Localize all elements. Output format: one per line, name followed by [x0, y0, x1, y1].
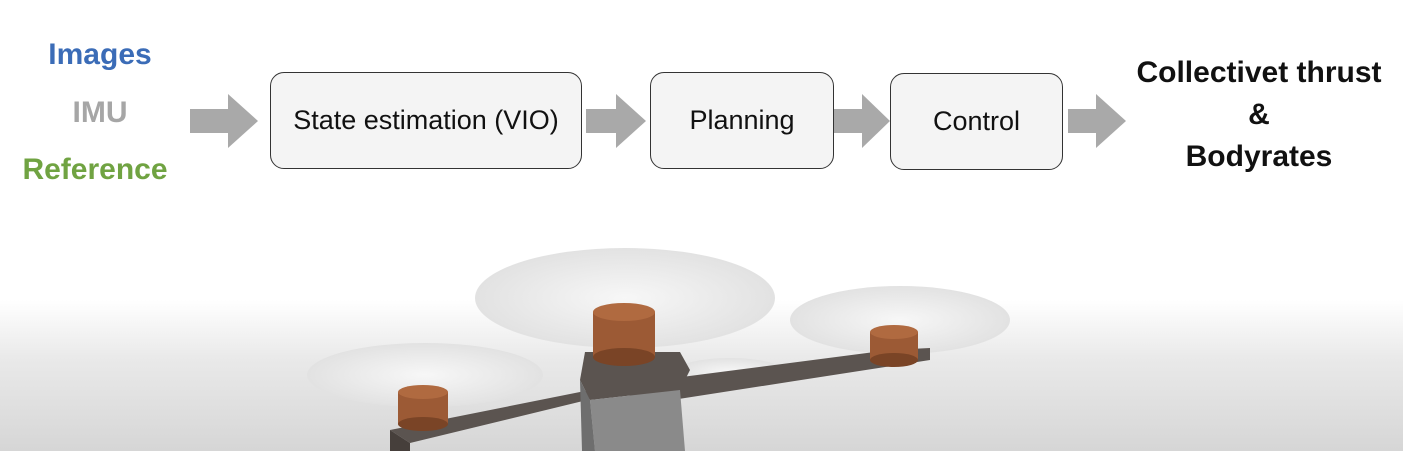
output-line-2: &	[1248, 98, 1270, 131]
control-label: Control	[932, 106, 1021, 136]
arrow-planning-to-control	[834, 94, 890, 148]
motor-center	[593, 303, 655, 366]
output-label: Collectivet thrust & Bodyrates	[1115, 52, 1403, 178]
planning-label: Planning	[689, 105, 795, 135]
state-estimation-box: State estimation (VIO)	[270, 72, 582, 169]
arrow-control-to-output	[1068, 94, 1126, 148]
planning-box: Planning	[650, 72, 834, 169]
state-estimation-label: State estimation (VIO)	[293, 105, 559, 135]
input-reference-label: Reference	[22, 153, 168, 186]
control-box: Control	[890, 73, 1063, 170]
input-imu-label: IMU	[72, 96, 128, 129]
arrow-inputs-to-state	[190, 94, 258, 148]
input-images-label: Images	[48, 38, 152, 71]
arrow-state-to-planning	[586, 94, 646, 148]
quadrotor-drone-illustration	[307, 248, 1010, 451]
output-line-3: Bodyrates	[1185, 140, 1333, 173]
output-line-1: Collectivet thrust	[1136, 56, 1382, 89]
